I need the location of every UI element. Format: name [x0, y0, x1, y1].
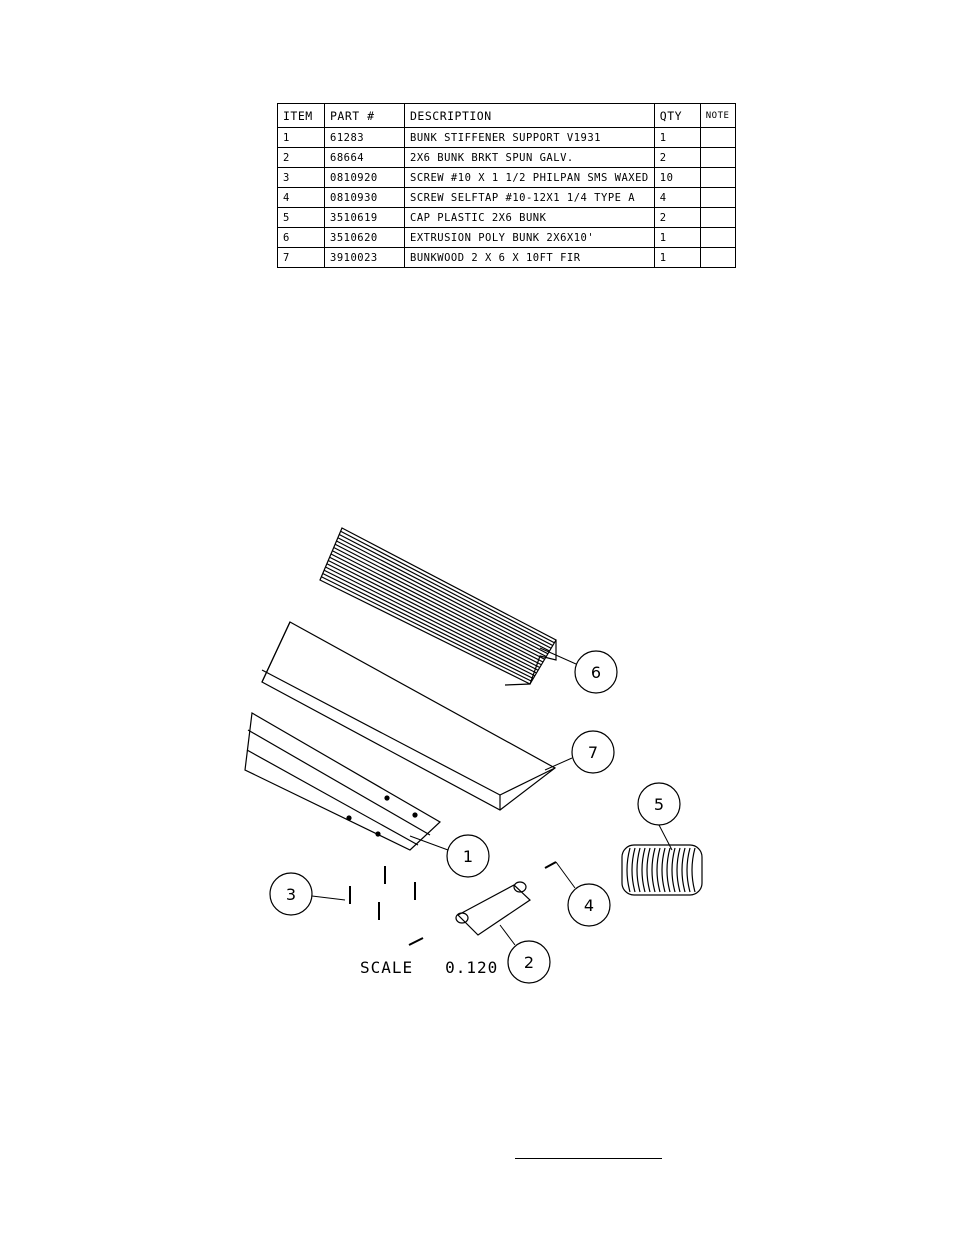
- balloon-label: 1: [463, 847, 473, 866]
- table-header-row: ITEM PART # DESCRIPTION QTY NOTE: [277, 103, 736, 128]
- balloon-item-5: 5: [637, 782, 681, 826]
- description-cell: BUNK STIFFENER SUPPORT V1931: [404, 127, 655, 148]
- part-number-cell: 3910023: [324, 247, 405, 268]
- part-2-bracket: [455, 881, 531, 936]
- balloon-item-1: 1: [446, 834, 490, 878]
- description-cell: CAP PLASTIC 2X6 BUNK: [404, 207, 655, 228]
- balloon-label: 4: [584, 896, 594, 915]
- header-qty: QTY: [653, 103, 701, 128]
- note-cell: [699, 247, 736, 268]
- part-7-bunkwood: [261, 621, 557, 811]
- part-number-cell: 0810920: [324, 167, 405, 188]
- balloon-item-2: 2: [507, 940, 551, 984]
- part-3-screws: [349, 861, 557, 946]
- balloon-label: 5: [654, 795, 664, 814]
- qty-cell: 1: [653, 247, 701, 268]
- balloon-label: 6: [591, 663, 601, 682]
- balloon-item-7: 7: [571, 730, 615, 774]
- balloon-item-6: 6: [574, 650, 618, 694]
- header-item: ITEM: [277, 103, 325, 128]
- description-cell: SCREW #10 X 1 1/2 PHILPAN SMS WAXED: [404, 167, 655, 188]
- part-number-cell: 3510619: [324, 207, 405, 228]
- description-cell: SCREW SELFTAP #10-12X1 1/4 TYPE A: [404, 187, 655, 208]
- scale-label: SCALE 0.120: [360, 958, 499, 977]
- balloon-item-3: 3: [269, 872, 313, 916]
- part-6-extrusion: [319, 527, 557, 686]
- header-note: NOTE: [699, 103, 736, 128]
- balloon-label: 3: [286, 885, 296, 904]
- part-1-stiffener: [244, 712, 442, 851]
- part-5-cap: [621, 844, 703, 896]
- description-cell: BUNKWOOD 2 X 6 X 10FT FIR: [404, 247, 655, 268]
- signature-line: [515, 1158, 662, 1159]
- qty-cell: 10: [653, 167, 701, 188]
- balloon-label: 7: [588, 743, 598, 762]
- leader-lines: [311, 647, 673, 946]
- header-part: PART #: [324, 103, 405, 128]
- description-cell: 2X6 BUNK BRKT SPUN GALV.: [404, 147, 655, 168]
- balloon-item-4: 4: [567, 883, 611, 927]
- item-cell: 7: [277, 247, 325, 268]
- balloon-label: 2: [524, 953, 534, 972]
- part-number-cell: 0810930: [324, 187, 405, 208]
